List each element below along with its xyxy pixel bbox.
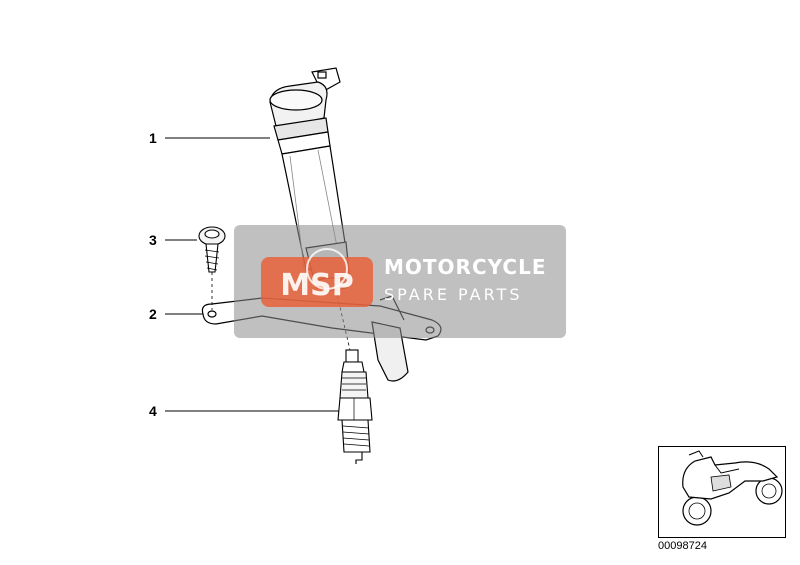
callout-3[interactable]: 3 [149, 232, 157, 248]
watermark-subtitle: SPARE PARTS [384, 285, 523, 304]
logo-text: MSP [280, 268, 353, 303]
callout-4[interactable]: 4 [149, 403, 157, 419]
watermark-title: MOTORCYCLE [384, 255, 547, 279]
leader-lines [165, 137, 345, 412]
callout-1[interactable]: 1 [149, 130, 157, 146]
reference-id: 00098724 [658, 540, 707, 552]
spark-plug-icon [337, 349, 373, 464]
screw-icon [198, 226, 226, 273]
callout-2[interactable]: 2 [149, 306, 157, 322]
motorcycle-icon [682, 450, 783, 526]
watermark: MSP MOTORCYCLE SPARE PARTS [234, 225, 566, 338]
msp-logo-icon: MSP [261, 248, 373, 307]
thumbnail[interactable] [658, 446, 786, 538]
